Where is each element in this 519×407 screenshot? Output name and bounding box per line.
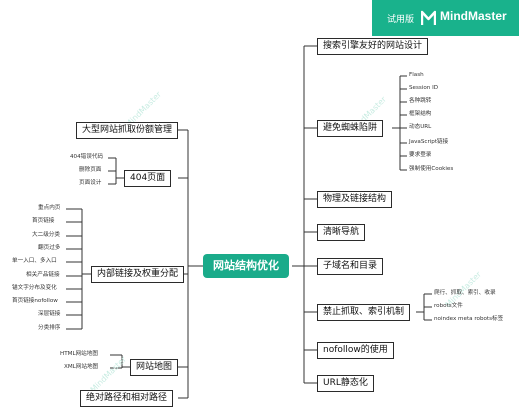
leaf-homepage-nofollow[interactable]: 首页链接nofollow bbox=[12, 298, 58, 304]
topic-search-friendly-design[interactable]: 搜索引擎友好的网站设计 bbox=[317, 38, 429, 55]
topic-internal-links-weight[interactable]: 内部链接及权重分配 bbox=[91, 266, 185, 283]
topic-subdomain-directory[interactable]: 子域名和目录 bbox=[317, 258, 384, 275]
leaf-frames[interactable]: 框架结构 bbox=[409, 111, 432, 117]
leaf-javascript-links[interactable]: JavaScript链接 bbox=[409, 139, 449, 145]
leaf-flash[interactable]: Flash bbox=[409, 72, 424, 78]
topic-crawl-share-management[interactable]: 大型网站抓取份额管理 bbox=[76, 122, 179, 139]
topic-absolute-relative-path[interactable]: 绝对路径和相对路径 bbox=[80, 390, 174, 407]
mindmaster-logo-icon bbox=[421, 10, 436, 25]
trial-label: 试用版 bbox=[387, 14, 415, 24]
leaf-html-sitemap[interactable]: HTML网站地图 bbox=[60, 351, 98, 357]
topic-clear-navigation[interactable]: 清晰导航 bbox=[317, 224, 366, 241]
leaf-anchor-text-distribution[interactable]: 锚文字分布及变化 bbox=[12, 285, 57, 291]
leaf-xml-sitemap[interactable]: XML网站地图 bbox=[64, 364, 99, 370]
topic-avoid-spider-traps[interactable]: 避免蜘蛛陷阱 bbox=[317, 120, 384, 137]
topic-sitemap[interactable]: 网站地图 bbox=[130, 359, 179, 376]
leaf-robots-file[interactable]: robots文件 bbox=[434, 303, 463, 309]
leaf-noindex-meta[interactable]: noindex meta robots标签 bbox=[434, 316, 504, 322]
leaf-too-many-pages[interactable]: 翻页过多 bbox=[38, 245, 61, 251]
leaf-single-multi-entry[interactable]: 单一入口、多入口 bbox=[12, 258, 57, 264]
leaf-session-id[interactable]: Session ID bbox=[409, 85, 439, 91]
leaf-dynamic-url[interactable]: 动态URL bbox=[409, 124, 432, 130]
brand-name: MindMaster bbox=[440, 9, 507, 23]
leaf-redirects[interactable]: 各种跳转 bbox=[409, 98, 432, 104]
leaf-key-inner-pages[interactable]: 重点内页 bbox=[38, 205, 61, 211]
leaf-category-sorting[interactable]: 分类排序 bbox=[38, 325, 61, 331]
leaf-login-required[interactable]: 要求登录 bbox=[409, 152, 432, 158]
leaf-deep-links[interactable]: 深层链接 bbox=[38, 311, 61, 317]
leaf-large-secondary-category[interactable]: 大二级分类 bbox=[32, 232, 60, 238]
topic-404-page[interactable]: 404页面 bbox=[124, 170, 172, 187]
leaf-delete-page[interactable]: 删除页面 bbox=[79, 167, 102, 173]
leaf-homepage-links[interactable]: 首页链接 bbox=[32, 218, 55, 224]
topic-url-static[interactable]: URL静态化 bbox=[317, 375, 374, 392]
leaf-forced-cookies[interactable]: 强制使用Cookies bbox=[409, 166, 454, 172]
leaf-404-error-code[interactable]: 404错误代码 bbox=[70, 154, 104, 160]
topic-nofollow-usage[interactable]: nofollow的使用 bbox=[317, 342, 394, 359]
trial-banner[interactable]: 试用版 MindMaster bbox=[372, 0, 519, 36]
topic-physical-link-structure[interactable]: 物理及链接结构 bbox=[317, 191, 393, 208]
central-topic[interactable]: 网站结构优化 bbox=[203, 254, 289, 278]
topic-block-crawl-index[interactable]: 禁止抓取、索引机制 bbox=[317, 304, 411, 321]
leaf-crawl-index-process[interactable]: 爬行、抓取、索引、收录 bbox=[434, 290, 496, 296]
leaf-page-design[interactable]: 页面设计 bbox=[79, 180, 102, 186]
leaf-related-product-links[interactable]: 相关产品链接 bbox=[26, 272, 60, 278]
